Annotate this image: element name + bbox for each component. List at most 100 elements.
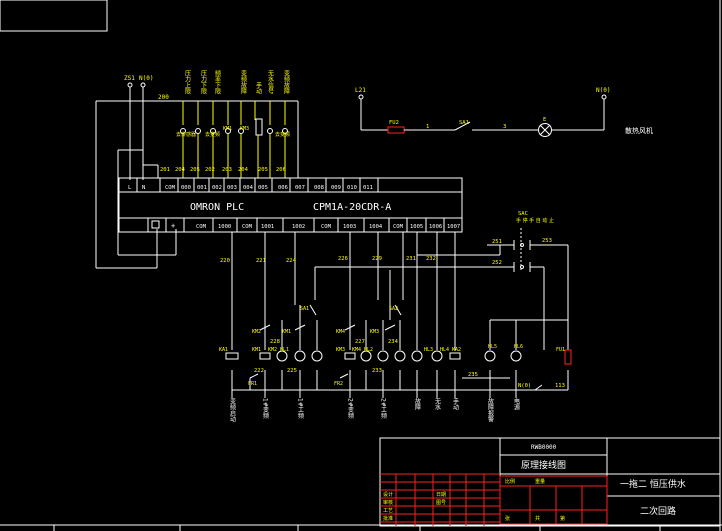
svg-text:KM2: KM2 <box>268 347 277 353</box>
svg-text:007: 007 <box>295 185 305 191</box>
svg-text:008: 008 <box>314 185 324 191</box>
small-part-labels: 去传感器 去变频 KM1 KM3 去变频 <box>176 126 290 138</box>
svg-text:第: 第 <box>560 515 565 522</box>
selector-positions: 手 停 手 自 动 止 <box>516 217 554 224</box>
svg-text:228: 228 <box>270 339 280 345</box>
svg-text:KA1: KA1 <box>219 347 228 353</box>
svg-text:KM3: KM3 <box>370 329 379 335</box>
svg-text:故障报警: 故障报警 <box>487 397 494 423</box>
svg-text:L: L <box>128 185 132 191</box>
km2-lamp <box>276 350 288 362</box>
hl5-lamp <box>484 350 496 362</box>
svg-text:234: 234 <box>388 339 399 345</box>
fan-description: 散热风机 <box>625 126 653 135</box>
svg-text:KA2: KA2 <box>452 347 461 353</box>
title-block: RWB0000 原理接线图 一拖二 恒压供水 二次回路 设计 审核 工艺 批准 … <box>379 437 721 527</box>
svg-text:204: 204 <box>238 167 249 173</box>
wire-numbers: 220 221 224 226 229 231 232 227 233 234 … <box>220 256 565 389</box>
plc-plus-terminal: + <box>171 222 175 230</box>
fan-circuit-wires <box>358 94 607 137</box>
fu1-fuse <box>564 349 572 365</box>
fan-l21-label: L21 <box>355 87 366 94</box>
svg-text:KM3: KM3 <box>336 347 345 353</box>
drawing-subtitle: 二次回路 <box>640 505 676 517</box>
svg-text:FU1: FU1 <box>556 347 565 353</box>
hl4-lamp <box>431 350 443 362</box>
svg-text:设计: 设计 <box>383 491 393 498</box>
svg-text:1005: 1005 <box>410 224 423 230</box>
input-label-manual: 手动 <box>255 81 262 95</box>
terminal-wire-numbers: 201 204 205 202 203 204 205 206 <box>160 167 286 173</box>
svg-text:N(0): N(0) <box>518 383 531 389</box>
svg-text:HL1: HL1 <box>280 347 289 353</box>
svg-text:204: 204 <box>175 167 186 173</box>
input-label-pressure-low: 压力下限 <box>200 70 207 95</box>
svg-text:206: 206 <box>276 167 286 173</box>
svg-text:231: 231 <box>406 256 416 262</box>
svg-text:201: 201 <box>160 167 170 173</box>
svg-text:1006: 1006 <box>429 224 442 230</box>
svg-text:227: 227 <box>355 339 365 345</box>
svg-text:222: 222 <box>254 368 264 374</box>
svg-text:COM: COM <box>242 224 253 230</box>
part-to-sensor: 去传感器 <box>176 131 196 138</box>
svg-text:113: 113 <box>555 383 565 389</box>
svg-text:COM: COM <box>321 224 332 230</box>
selector-wire-251: 251 <box>492 239 502 245</box>
fan-wire-3: 3 <box>503 124 506 130</box>
input-labels: 压力上限 压力下限 频率下限 变频故障 手动 无水信号 变频故障 <box>184 69 290 95</box>
svg-text:203: 203 <box>222 167 232 173</box>
selector-contacts <box>315 228 569 350</box>
svg-text:005: 005 <box>258 185 268 191</box>
input-label-vfd-fault-2: 变频故障 <box>283 69 290 95</box>
svg-text:009: 009 <box>331 185 341 191</box>
svg-text:202: 202 <box>205 167 215 173</box>
km3-coil <box>344 352 356 360</box>
svg-text:FR2: FR2 <box>334 381 343 387</box>
selector-wire-253: 253 <box>542 238 552 244</box>
svg-text:审核: 审核 <box>383 499 393 506</box>
svg-text:HL3: HL3 <box>424 347 433 353</box>
svg-text:HL5: HL5 <box>488 344 497 350</box>
svg-text:220: 220 <box>220 258 230 264</box>
svg-text:重量: 重量 <box>535 478 545 485</box>
svg-text:FR1: FR1 <box>248 381 257 387</box>
title-block-row-labels: 设计 审核 工艺 批准 日期 图号 比例 重量 张 共 第 <box>383 478 565 522</box>
svg-text:KM1: KM1 <box>282 329 291 335</box>
input-contacts <box>180 101 299 178</box>
svg-text:011: 011 <box>363 185 373 191</box>
svg-text:1007: 1007 <box>447 224 460 230</box>
plc-bottom-dividers <box>147 218 445 232</box>
svg-text:COM: COM <box>196 224 207 230</box>
hl2-lamp-a <box>377 350 389 362</box>
svg-text:000: 000 <box>181 185 191 191</box>
svg-text:COM: COM <box>393 224 404 230</box>
hl3-lamp <box>411 350 423 362</box>
input-label-freq-low: 频率下限 <box>214 69 221 95</box>
svg-text:KM4: KM4 <box>352 347 361 353</box>
svg-text:KM1: KM1 <box>252 347 261 353</box>
svg-text:003: 003 <box>227 185 237 191</box>
km1-coil <box>259 352 271 360</box>
svg-text:电源: 电源 <box>513 397 520 411</box>
svg-text:HL2: HL2 <box>364 347 373 353</box>
hl2-lamp-b <box>394 350 406 362</box>
fan-motor-label: E <box>543 117 546 123</box>
svg-text:2#变频: 2#变频 <box>347 398 354 420</box>
ka2-coil <box>449 352 461 360</box>
bottom-labels: 变频启动 1#变频 1#工频 2#变频 2#工频 故障 无水 手动 故障报警 电… <box>229 397 520 423</box>
drawing-number: RWB0000 <box>531 444 557 451</box>
svg-text:1002: 1002 <box>292 224 305 230</box>
svg-text:226: 226 <box>338 256 348 262</box>
fan-switch-label: SA1 <box>459 120 469 126</box>
plc-ground-terminal <box>151 220 160 229</box>
svg-text:SA2: SA2 <box>389 306 398 312</box>
svg-text:图号: 图号 <box>436 500 446 506</box>
svg-text:共: 共 <box>535 515 540 522</box>
plc-module: L N COM 000 001 002 003 004 005 006 007 … <box>118 177 463 233</box>
svg-text:002: 002 <box>212 185 222 191</box>
svg-text:COM: COM <box>165 185 176 191</box>
svg-text:235: 235 <box>468 372 478 378</box>
svg-text:HL4: HL4 <box>440 347 449 353</box>
svg-text:KM4: KM4 <box>336 329 345 335</box>
